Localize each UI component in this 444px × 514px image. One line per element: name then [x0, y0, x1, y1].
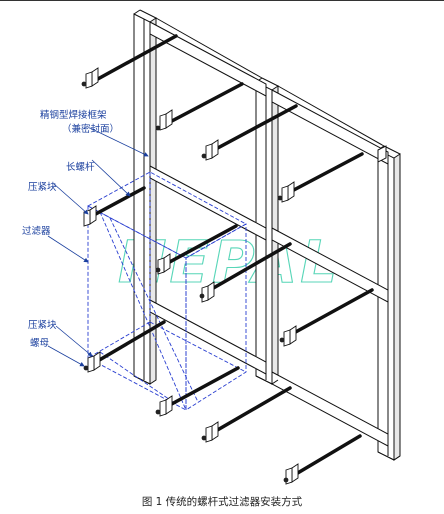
clamp-block: [201, 281, 215, 303]
clamp-block: [205, 421, 219, 443]
label-filter: 过滤器: [22, 225, 51, 237]
nuts: [81, 81, 289, 483]
nut: [83, 365, 89, 371]
nut: [155, 125, 161, 131]
nut: [155, 267, 161, 273]
clamp-block: [281, 181, 295, 203]
nut: [279, 337, 285, 343]
callouts: [47, 127, 149, 367]
label-frame-note: （兼密封面）: [62, 123, 119, 135]
clamp-block: [159, 109, 173, 131]
long-bolts: [90, 34, 374, 476]
clamp-block: [85, 67, 99, 89]
nut: [277, 195, 283, 201]
nut: [199, 293, 205, 299]
clamp-block: [285, 463, 299, 485]
nut: [81, 81, 87, 87]
label-clamp-bottom: 压紧块: [28, 319, 57, 331]
label-nut: 螺母: [30, 338, 49, 349]
filter-outline: [87, 171, 247, 411]
label-clamp-top: 压紧块: [28, 181, 57, 193]
nut: [201, 153, 207, 159]
clamp-block: [283, 325, 297, 347]
nut: [201, 435, 207, 441]
clamp-block: [83, 205, 97, 227]
figure-caption: 图 1 传统的螺杆式过滤器安装方式: [141, 496, 303, 508]
nut: [283, 477, 289, 483]
welded-steel-frame: [133, 9, 401, 461]
label-frame: 精钢型焊接框架: [40, 109, 107, 121]
top-border-line: [0, 0, 444, 1]
clamp-block: [205, 139, 219, 161]
nut: [155, 409, 161, 415]
label-long-bolt: 长螺杆: [66, 161, 95, 173]
clamp-block: [87, 351, 101, 373]
